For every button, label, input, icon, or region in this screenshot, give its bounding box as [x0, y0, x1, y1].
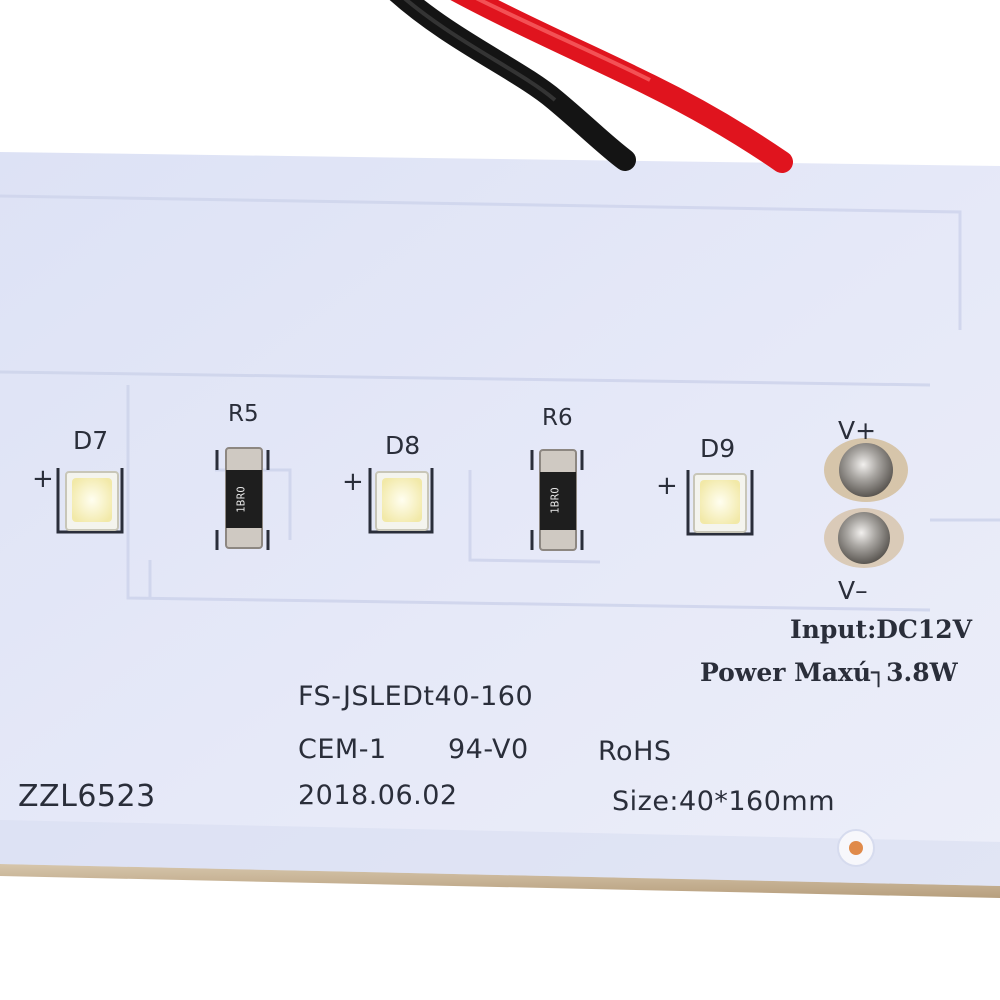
- trace-outlines: [0, 194, 1000, 612]
- red-wire: [450, 0, 793, 173]
- led-d9: [686, 470, 754, 536]
- solder-joint-positive: [839, 443, 893, 497]
- resistor-marking-r5: 1BR0: [234, 486, 248, 513]
- serial-code: ZZL6523: [18, 779, 156, 814]
- designator-d9: D9: [700, 434, 736, 463]
- solder-pads: [824, 438, 908, 568]
- polarity-mark-d7: +: [32, 464, 54, 494]
- flammability-rating: 94-V0: [448, 734, 529, 765]
- designator-d7: D7: [73, 426, 109, 455]
- power-spec: Power Maxú┐3.8W: [700, 658, 958, 687]
- input-spec: Input:DC12V: [790, 615, 973, 644]
- led-d8: [368, 468, 434, 534]
- solder-joint-negative: [838, 512, 890, 564]
- designator-r6: R6: [542, 405, 573, 431]
- board-edge: [0, 862, 1000, 898]
- resistor-marking-r6: 1BR0: [548, 487, 562, 514]
- resistor-r6: [530, 449, 584, 551]
- model-number: FS-JSLEDt40-160: [298, 681, 534, 712]
- mounting-hole: [837, 829, 875, 867]
- designator-d8: D8: [385, 431, 421, 460]
- board-size: Size:40*160mm: [612, 786, 836, 817]
- material-grade: CEM-1: [298, 734, 387, 765]
- terminal-label-negative: V–: [838, 576, 868, 605]
- led-d7: [56, 468, 124, 534]
- manufacture-date: 2018.06.02: [298, 780, 458, 811]
- polarity-mark-d8: +: [342, 467, 364, 497]
- terminal-label-positive: V+: [838, 416, 877, 445]
- wires: [389, 0, 793, 173]
- rohs-mark: RoHS: [598, 736, 672, 767]
- pcb-board: [0, 152, 1000, 886]
- resistor-r5: [215, 447, 270, 550]
- polarity-mark-d9: +: [656, 471, 678, 501]
- designator-r5: R5: [228, 401, 259, 427]
